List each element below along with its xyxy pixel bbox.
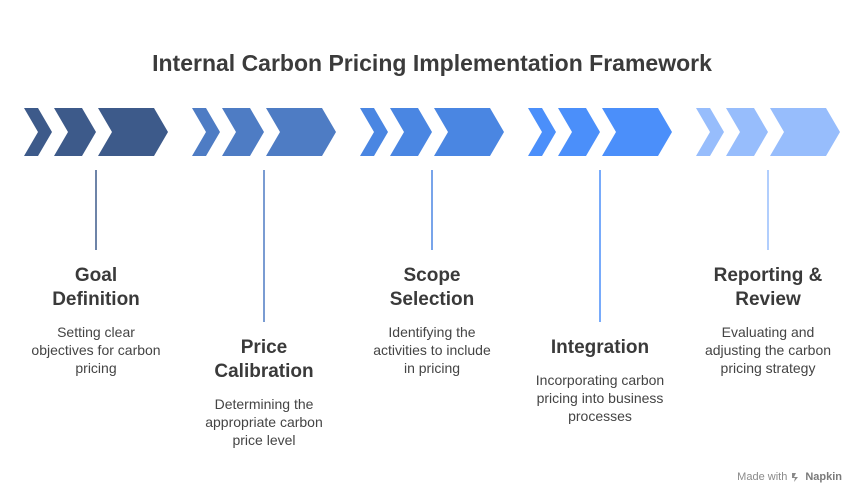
step-3-chevron-2 xyxy=(390,108,432,156)
made-with-label: Made with xyxy=(737,471,788,483)
step-description: Setting clear objectives for carbon pric… xyxy=(31,324,161,376)
step-scope-selection: Scope Selection Identifying the activiti… xyxy=(348,264,516,377)
step-2-chevron-3 xyxy=(266,108,336,156)
step-title: Integration xyxy=(550,337,650,358)
step-4-chevron-1 xyxy=(528,108,556,156)
step-2-chevron-2 xyxy=(222,108,264,156)
step-reporting-review: Reporting & Review Evaluating and adjust… xyxy=(684,264,852,377)
step-3-chevron-3 xyxy=(434,108,504,156)
step-description: Evaluating and adjusting the carbon pric… xyxy=(704,324,832,376)
step-title: Goal Definition xyxy=(52,265,140,310)
step-5-chevron-3 xyxy=(770,108,840,156)
step-title: Reporting & Review xyxy=(713,265,823,310)
step-title: Scope Selection xyxy=(389,265,475,310)
step-price-calibration: Price Calibration Determining the approp… xyxy=(180,336,348,449)
napkin-logo-icon xyxy=(792,473,799,482)
step-5-chevron-2 xyxy=(726,108,768,156)
step-1-chevron-1 xyxy=(24,108,52,156)
napkin-brand: Napkin xyxy=(805,471,842,483)
step-description: Incorporating carbon pricing into busine… xyxy=(535,372,665,424)
step-4-chevron-2 xyxy=(558,108,600,156)
step-2-chevron-1 xyxy=(192,108,220,156)
step-3-chevron-1 xyxy=(360,108,388,156)
step-title: Price Calibration xyxy=(214,337,314,382)
step-description: Identifying the activities to include in… xyxy=(373,324,491,376)
step-1-chevron-3 xyxy=(98,108,168,156)
step-1-chevron-2 xyxy=(54,108,96,156)
step-goal-definition: Goal Definition Setting clear objectives… xyxy=(12,264,180,377)
step-description: Determining the appropriate carbon price… xyxy=(205,396,323,448)
step-4-chevron-3 xyxy=(602,108,672,156)
step-integration: Integration Incorporating carbon pricing… xyxy=(516,336,684,425)
step-5-chevron-1 xyxy=(696,108,724,156)
made-with-badge: Made with Napkin xyxy=(737,471,842,483)
page-title: Internal Carbon Pricing Implementation F… xyxy=(152,50,712,76)
